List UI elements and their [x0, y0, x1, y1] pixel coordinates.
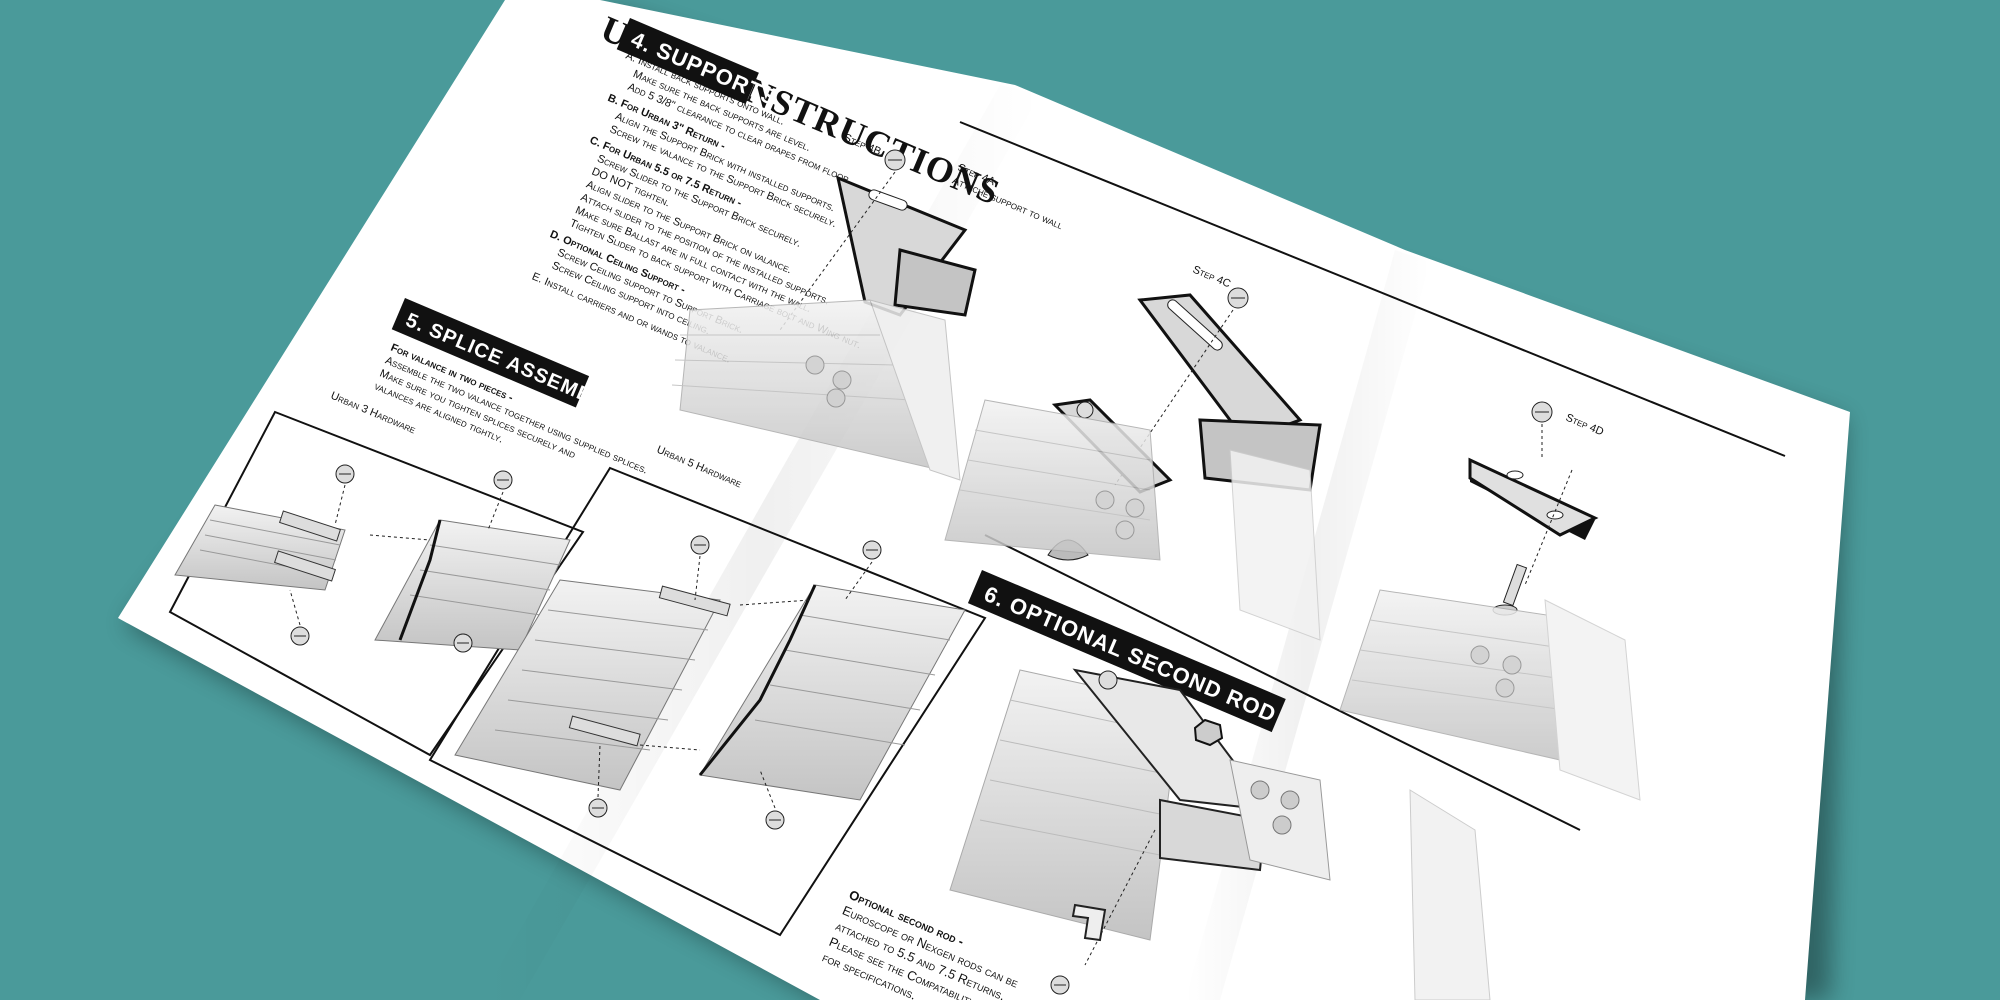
screw-icon [765, 810, 785, 830]
urban5-valance-right [698, 584, 966, 801]
clip-bracket-icon [1071, 903, 1107, 942]
screw-icon [862, 540, 882, 560]
screw-icon [690, 535, 710, 555]
section4-header-band [616, 18, 759, 104]
step4a-support [671, 299, 961, 481]
urban3-valance-left [174, 504, 346, 591]
screw-icon [290, 626, 310, 646]
arrow-dashed [597, 555, 873, 809]
screw-icon [453, 633, 473, 653]
section6-assembly [949, 668, 1491, 1000]
step4d-plate [1468, 401, 1599, 616]
screw-icon [1050, 975, 1070, 995]
step4d-valance [1339, 589, 1641, 801]
screw-icon [1098, 670, 1118, 690]
divider-top [959, 121, 1786, 457]
step4c-valance [944, 399, 1321, 641]
urban5-hardware-box [428, 466, 987, 937]
screw-icon [493, 470, 513, 490]
screw-icon [588, 798, 608, 818]
screw-icon [335, 464, 355, 484]
divider-mid [984, 534, 1581, 831]
screw-icon [884, 149, 906, 171]
urban5-valance-left [454, 579, 731, 791]
screw-icon [1227, 287, 1249, 309]
section6-header-band [967, 570, 1286, 733]
section5-header-band [391, 298, 590, 408]
arrow-dashed [289, 484, 504, 626]
nut-icon [1193, 718, 1224, 747]
urban3-valance-right [374, 519, 571, 651]
screw-icon [1531, 401, 1553, 423]
